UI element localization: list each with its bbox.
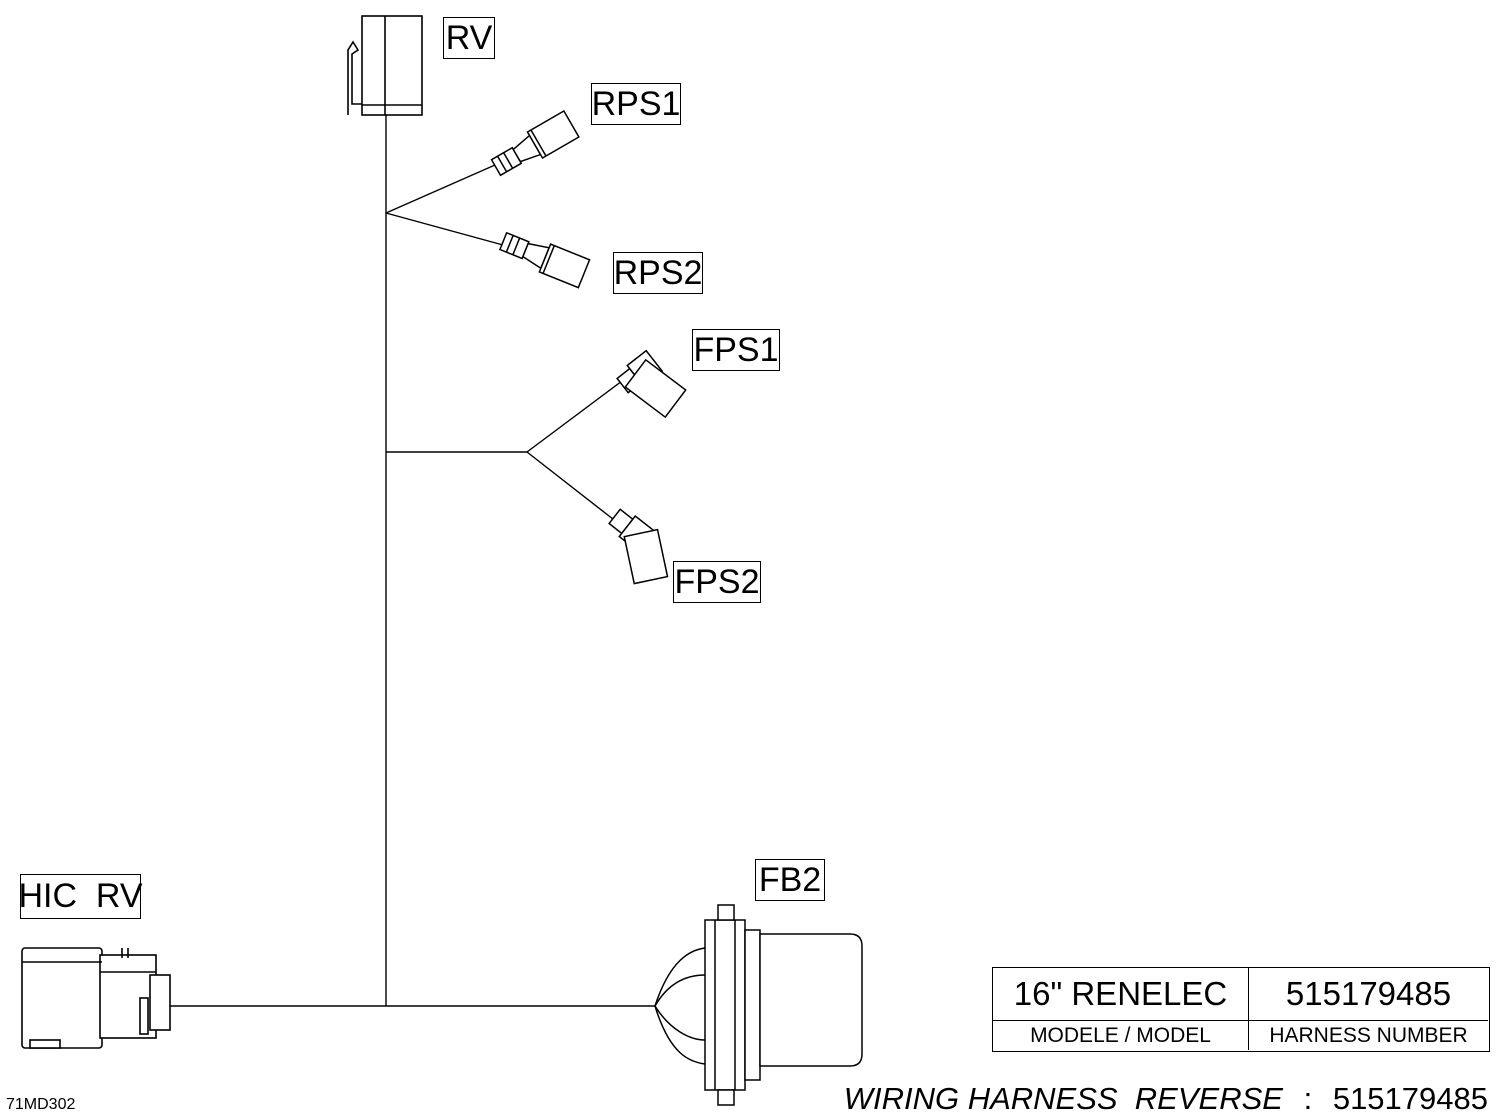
rps2-connector[interactable] bbox=[498, 227, 591, 289]
label-fps1: FPS1 bbox=[692, 329, 780, 371]
label-fb2: FB2 bbox=[755, 859, 825, 901]
fb2-fuse-box[interactable] bbox=[654, 904, 863, 1106]
harness-value: 515179485 bbox=[1285, 975, 1452, 1012]
title-block-model-value-cell: 16" RENELEC bbox=[993, 968, 1249, 1021]
label-fps1-text: FPS1 bbox=[693, 330, 779, 369]
rps1-connector[interactable] bbox=[489, 109, 580, 180]
fps2-branch-wire bbox=[526, 451, 619, 524]
label-rps1: RPS1 bbox=[591, 83, 681, 125]
caption-title: WIRING HARNESS REVERSE bbox=[843, 1081, 1283, 1116]
model-value: 16" RENELEC bbox=[1013, 975, 1228, 1012]
label-fps2-text: FPS2 bbox=[674, 562, 760, 601]
label-hic-rv-text: HIC RV bbox=[18, 877, 143, 915]
model-label: MODELE / MODEL bbox=[1030, 1023, 1211, 1047]
label-hic-rv: HIC RV bbox=[18, 874, 143, 919]
caption: WIRING HARNESS REVERSE : 515179485 bbox=[844, 1081, 1488, 1117]
label-rv-text: RV bbox=[445, 18, 493, 57]
drawing-id: 71MD302 bbox=[6, 1096, 76, 1113]
hic-rv-connector[interactable] bbox=[21, 947, 171, 1049]
title-block-harness-label-cell: HARNESS NUMBER bbox=[1249, 1021, 1488, 1050]
label-rps1-text: RPS1 bbox=[591, 84, 681, 123]
label-rps2: RPS2 bbox=[613, 252, 703, 294]
rv-connector[interactable] bbox=[347, 15, 423, 116]
title-block-harness-value-cell: 515179485 bbox=[1249, 968, 1488, 1021]
fps1-sensor[interactable] bbox=[615, 346, 691, 425]
label-fps2: FPS2 bbox=[673, 561, 761, 603]
caption-number: 515179485 bbox=[1332, 1081, 1488, 1116]
fps2-sensor[interactable] bbox=[590, 504, 687, 597]
fps1-branch-wire bbox=[526, 380, 623, 453]
rps1-branch-wire bbox=[385, 164, 496, 214]
rps2-branch-wire bbox=[385, 212, 504, 246]
title-block-model-label-cell: MODELE / MODEL bbox=[993, 1021, 1249, 1050]
label-rv: RV bbox=[443, 17, 495, 59]
label-rps2-text: RPS2 bbox=[613, 253, 703, 292]
caption-separator: : bbox=[1303, 1081, 1313, 1116]
harness-label: HARNESS NUMBER bbox=[1269, 1023, 1468, 1047]
label-fb2-text: FB2 bbox=[758, 860, 822, 899]
title-block: 16" RENELEC 515179485 MODELE / MODEL HAR… bbox=[992, 967, 1490, 1052]
